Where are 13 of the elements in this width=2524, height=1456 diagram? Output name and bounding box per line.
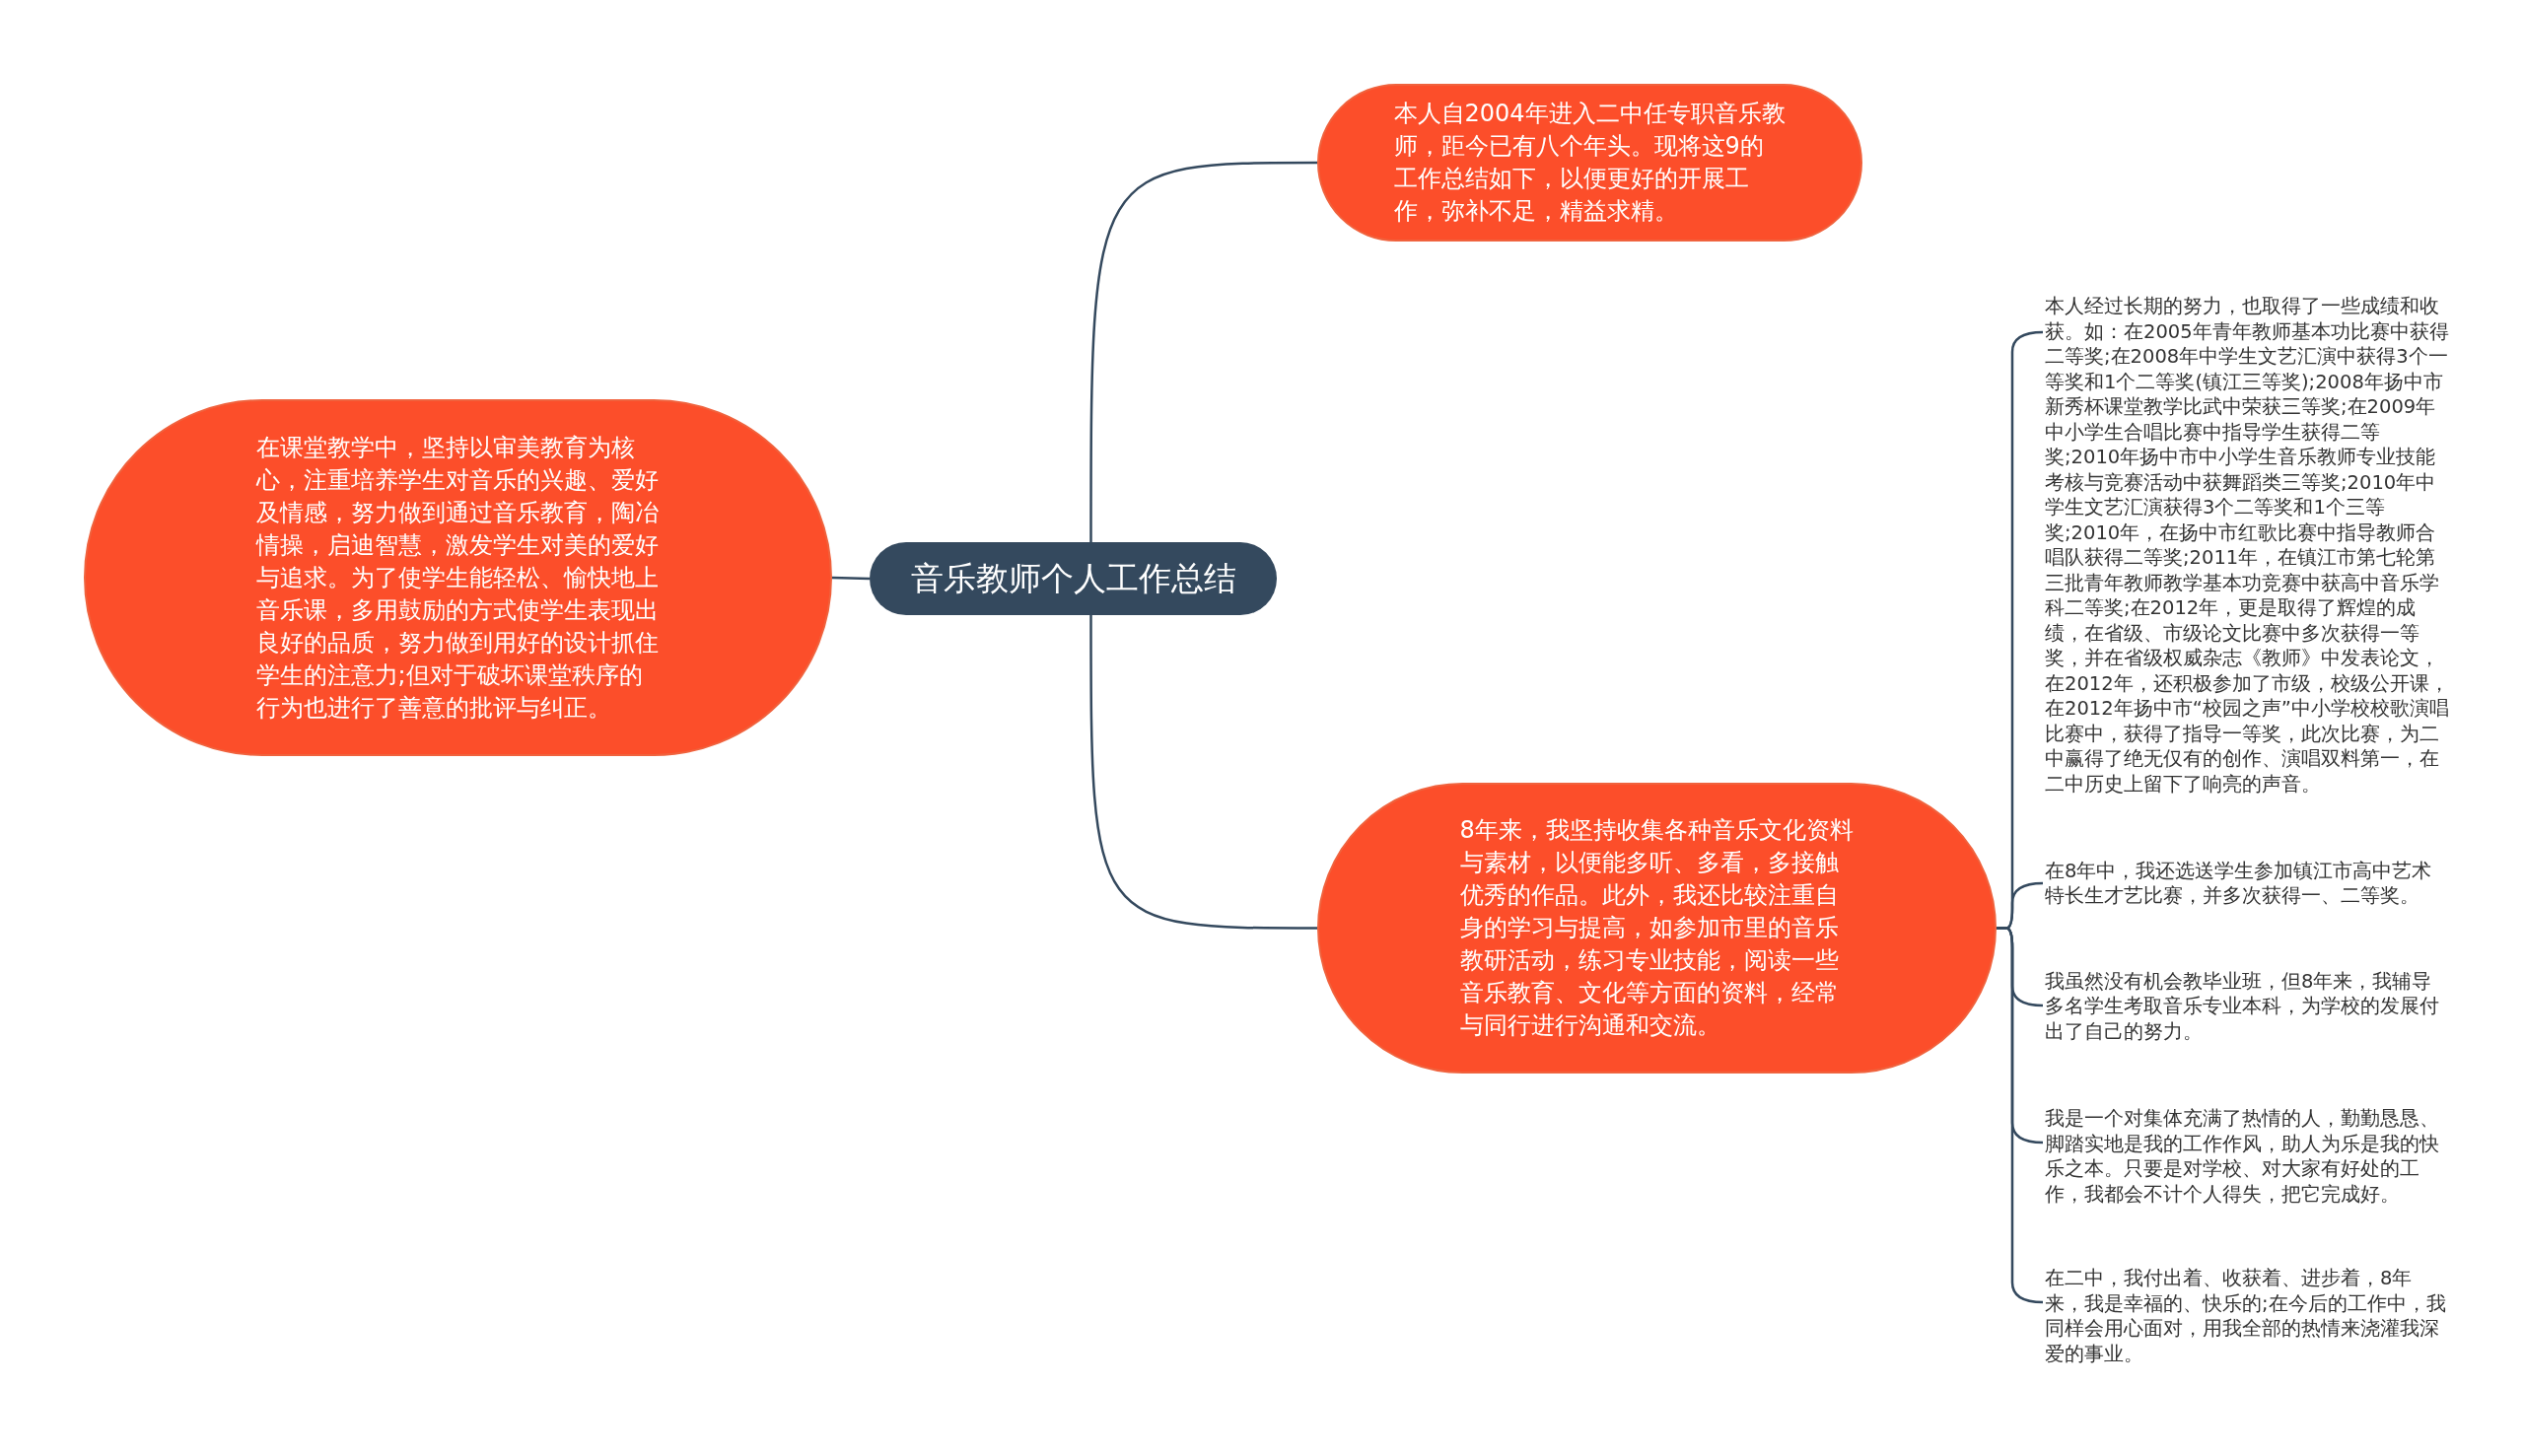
note-text: 我虽然没有机会教毕业班，但8年来，我辅导多名学生考取音乐专业本科，为学校的发展付出了自己的努力。 <box>2045 968 2440 1045</box>
topic-text: 8年来，我坚持收集各种音乐文化资料与素材，以便能多听、多看，多接触优秀的作品。此外，我还比较注重自身的学习与提高，如参加市里的音乐教研活动，练习专业技能，阅读一些音乐教育、文化等方面的资料，经常与同行进行沟通和交流。 <box>1459 815 1855 1041</box>
note-text: 在8年中，我还选送学生参加镇江市高中艺术特长生才艺比赛，并多次获得一、二等奖。 <box>2045 858 2433 909</box>
connector-line <box>1997 927 2044 1304</box>
topic-text: 本人自2004年进入二中任专职音乐教师，距今已有八个年头。现将这9的工作总结如下，以便更好的开展工作，弥补不足，精益求精。 <box>1393 99 1787 227</box>
connector-line <box>1089 161 1317 542</box>
note-text: 本人经过长期的努力，也取得了一些成绩和收获。如：在2005年青年教师基本功比赛中获得二等奖;在2008年中学生文艺汇演中获得3个一等奖和1个二等奖(镇江三等奖);2008年扬中市新秀杯课堂教学比武中荣获三等奖;在2009年中小学生合唱比赛中指导学生获得二等奖;2010年扬中市中小学生音乐教师专业技能考核与竞赛活动中获舞蹈类三等奖;2010年中学生文艺汇演获得3个二等奖和1个三等奖;2010年，在扬中市红歌比赛中指导教师合唱队获得二等奖;2011年，在镇江市第七轮第三批青年教师教学基本功竞赛中获高中音乐学科二等奖;在2012年，更是取得了辉煌的成绩，在省级、市级论文比赛中多次获得一等奖，并在省级权威杂志《教师》中发表论文，在2012年，还积极参加了市级，校级公开课，在2012年扬中市“校园之声”中小学校校歌演唱比赛中，获得了指导一等奖，此次比赛，为二中赢得了绝无仅有的创作、演唱双料第一，在二中历史上留下了响亮的声音。 <box>2045 294 2450 797</box>
note-text: 在二中，我付出着、收获着、进步着，8年来，我是幸福的、快乐的;在今后的工作中，我同样会用心面对，用我全部的热情来浇灌我深爱的事业。 <box>2045 1266 2447 1366</box>
connector-line <box>831 576 871 581</box>
topic-text: 在课堂教学中，坚持以审美教育为核心，注重培养学生对音乐的兴趣、爱好及情感，努力做到通过音乐教育，陶冶情操，启迪智慧，激发学生对美的爱好与追求。为了使学生能轻松、愉快地上音乐课，多用鼓励的方式使学生表现出良好的品质，努力做到用好的设计抓住学生的注意力;但对于破坏课堂秩序的行为也进行了善意的批评与纠正。 <box>255 432 660 724</box>
topic-title: 音乐教师个人工作总结 <box>910 557 1236 599</box>
connector-line <box>1089 615 1317 930</box>
note-text: 我是一个对集体充满了热情的人，勤勤恳恳、脚踏实地是我的工作作风，助人为乐是我的快乐之本。只要是对学校、对大家有好处的工作，我都会不计个人得失，把它完成好。 <box>2045 1106 2440 1207</box>
